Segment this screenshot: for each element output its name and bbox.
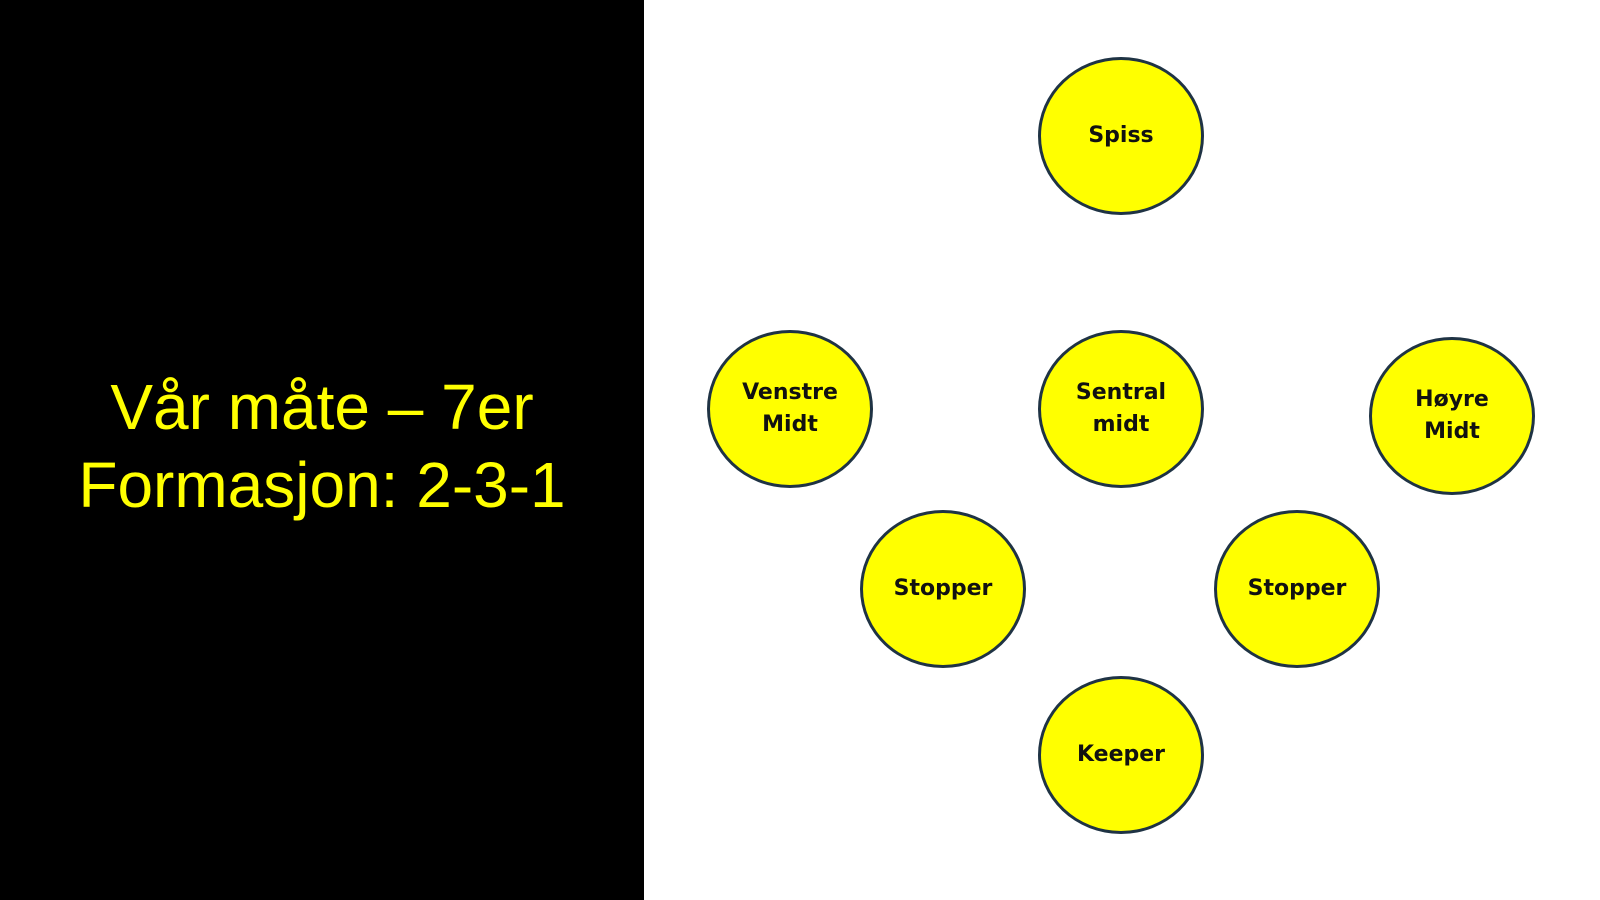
player-sentral-midt: Sentral midt [1038, 330, 1204, 488]
title-line-2: Formasjon: 2-3-1 [78, 449, 566, 521]
player-venstre-midt-label-1: Venstre [742, 380, 838, 405]
player-spiss: Spiss [1038, 57, 1204, 215]
player-hoyre-midt-label-2: Midt [1424, 419, 1480, 444]
player-spiss-label: Spiss [1088, 123, 1154, 148]
player-venstre-midt: Venstre Midt [707, 330, 873, 488]
player-stopper-left: Stopper [860, 510, 1026, 668]
player-hoyre-midt-label-1: Høyre [1415, 387, 1489, 412]
title-panel: Vår måte – 7er Formasjon: 2-3-1 [0, 0, 644, 900]
player-hoyre-midt: Høyre Midt [1369, 337, 1535, 495]
title-line-1: Vår måte – 7er [110, 371, 534, 443]
player-stopper-left-label: Stopper [893, 576, 993, 601]
player-sentral-midt-label-2: midt [1092, 412, 1150, 437]
player-sentral-midt-label-1: Sentral [1075, 380, 1167, 405]
player-keeper: Keeper [1038, 676, 1204, 834]
player-venstre-midt-label-2: Midt [762, 412, 818, 437]
player-keeper-label: Keeper [1076, 742, 1166, 767]
player-stopper-right-label: Stopper [1247, 576, 1347, 601]
player-stopper-right: Stopper [1214, 510, 1380, 668]
